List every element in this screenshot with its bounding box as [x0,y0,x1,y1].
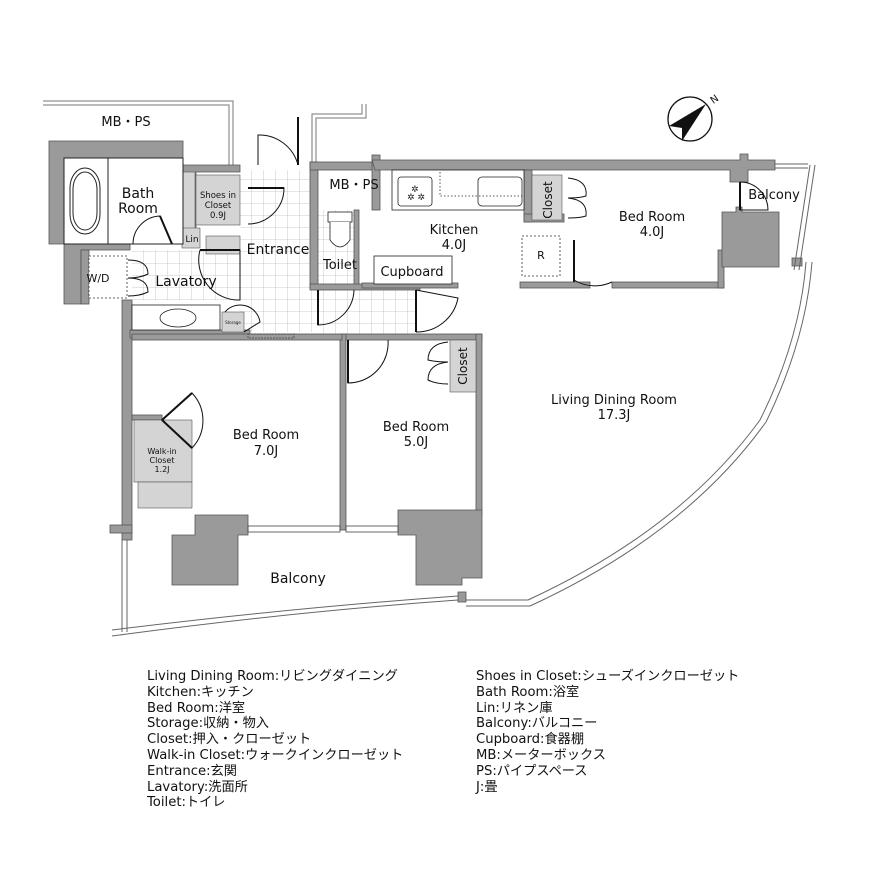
closet-bed5-label: Closet [456,347,470,385]
washer-dryer-space [88,255,128,299]
entrance-label: Entrance [247,242,310,258]
legend-item: Toilet:トイレ [147,795,226,811]
bedroom-7-label-1: Bed Room [233,428,299,443]
bedroom-7-label-2: 7.0J [254,444,279,459]
walkin-label-2: Closet [150,456,175,465]
bedroom-ne-label-2: 4.0J [640,225,665,240]
legend-item: Storage:収納・物入 [147,716,269,732]
svg-text:✲ ✲: ✲ ✲ [407,193,425,203]
living-label-2: 17.3J [598,408,631,423]
shoes-closet-label-2: Closet [205,201,232,211]
compass-north-label: N [709,93,721,106]
closet-kitchen-label: Closet [541,181,555,219]
legend-item: Lin:リネン庫 [476,700,553,716]
legend-item: Bed Room:洋室 [147,700,246,716]
floor-plan: ✲ ✲ ✲ [43,93,816,637]
mbps-outline [43,100,234,165]
toilet-label: Toilet [322,258,357,273]
legend-item: Lavatory:洗面所 [147,779,248,795]
lin-label: Lin [185,235,198,245]
walkin-label-1: Walk-in [147,447,176,456]
balcony-s-label: Balcony [270,571,326,587]
bedroom-5-label-1: Bed Room [383,420,449,435]
mbps-top-left-label: MB・PS [101,115,150,130]
lavatory-label: Lavatory [155,274,216,290]
balcony-rails [111,163,816,637]
legend-item: Bath Room:浴室 [476,684,580,700]
legend-item: Entrance:玄関 [147,763,237,779]
bath-room [63,157,184,245]
legend-item: Cupboard:食器棚 [476,732,585,748]
bath-room-label-2: Room [118,201,158,217]
room-labels: MB・PS Bath Room Shoes in Closet 0.9J Lin… [86,115,800,587]
legend-right: Shoes in Closet:シューズインクローゼット Bath Room:浴… [476,669,739,795]
legend-item: Closet:押入・クローゼット [147,732,312,748]
hall-floor [312,286,416,334]
sliding-windows [247,333,399,533]
legend-item: J:畳 [476,779,498,795]
shoes-closet-label-3: 0.9J [210,211,226,221]
lavatory-sink [131,304,221,331]
legend-item: Living Dining Room:リビングダイニング [147,669,398,684]
bedroom-5-label-2: 5.0J [404,435,429,450]
toilet-fixture [327,211,353,248]
balcony-ne-label: Balcony [748,188,800,203]
mbps-center-outline [311,104,367,165]
cupboard [373,255,453,285]
legend-item: MB:メーターボックス [476,747,606,763]
lavatory-floor [132,250,242,300]
legend-item: Kitchen:キッチン [147,684,254,700]
legend-item: PS:パイプスペース [476,763,588,779]
mbps-center-label: MB・PS [329,178,378,193]
shoes-closet-label-1: Shoes in [200,191,236,201]
storage-label: Storage [225,320,241,325]
doors [127,117,769,449]
cupboard-label: Cupboard [380,265,443,280]
compass-icon: N [667,93,721,142]
entrance-floor [240,170,312,332]
bedroom-ne-label-1: Bed Room [619,210,685,225]
living-label-1: Living Dining Room [551,393,677,408]
legend-item: Shoes in Closet:シューズインクローゼット [476,669,740,684]
bath-room-label-1: Bath [122,186,155,202]
kitchen-label-1: Kitchen [430,223,479,238]
legend-left: Living Dining Room:リビングダイニング Kitchen:キッチ… [147,669,403,811]
kitchen-label-2: 4.0J [442,238,467,253]
legend-item: Walk-in Closet:ウォークインクローゼット [147,747,404,763]
svg-text:✲: ✲ [411,185,419,195]
walkin-label-3: 1.2J [154,465,169,474]
kitchen-counter: ✲ ✲ ✲ [391,169,525,211]
fridge-space [521,235,561,277]
fridge-label: R [537,249,545,262]
wd-label: W/D [86,272,109,285]
legend-item: Balcony:バルコニー [476,716,598,732]
